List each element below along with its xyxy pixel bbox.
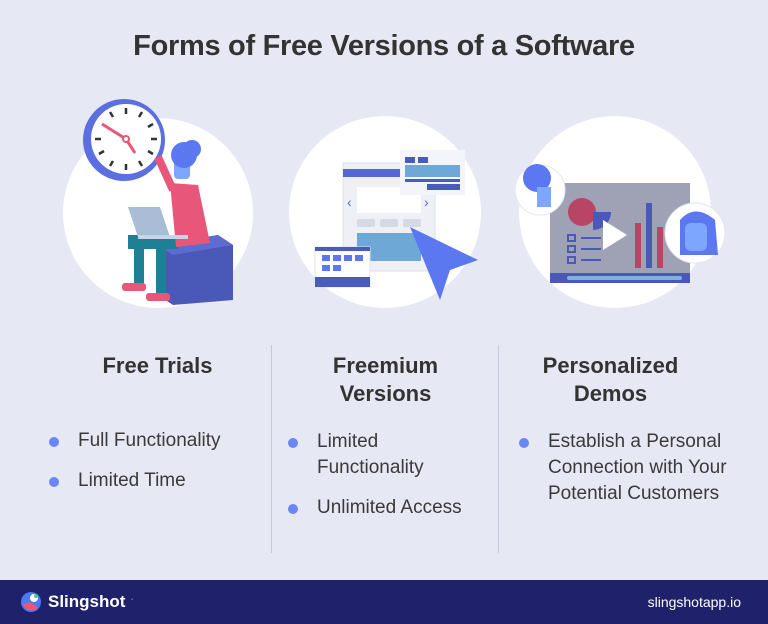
bullet-text: Full Functionality [78, 430, 221, 451]
bullet-text: Unlimited Access [317, 497, 462, 518]
bullet-text: Limited Functionality [317, 431, 424, 478]
freemium-bullets: Limited Functionality Unlimited Access [288, 429, 462, 535]
footer-bar: Slingshot ' slingshotapp.io [0, 580, 768, 624]
title-line: Versions [339, 381, 432, 406]
free-trials-illustration [58, 95, 258, 310]
title-line: Demos [573, 381, 648, 406]
title-line: Freemium [332, 353, 439, 378]
page-title: Forms of Free Versions of a Software [133, 30, 635, 62]
list-item: Establish a Personal Connection with You… [519, 429, 749, 507]
demos-illustration [515, 115, 735, 310]
freemium-illustration: ‹ › [285, 115, 485, 310]
list-item: Limited Time [49, 468, 259, 494]
bullet-dot-icon [49, 437, 59, 447]
list-item: Full Functionality [49, 428, 259, 454]
list-item: Unlimited Access [288, 495, 462, 521]
trademark-mark: ' [131, 599, 133, 605]
svg-text:‹: ‹ [347, 194, 352, 210]
demos-title: Personalized Demos [513, 352, 708, 408]
bullet-dot-icon [288, 504, 298, 514]
bullet-text: Establish a Personal Connection with You… [548, 431, 727, 504]
brand-logo[interactable]: Slingshot ' [20, 591, 133, 613]
bullet-dot-icon [288, 438, 298, 448]
freemium-title: Freemium Versions [288, 352, 483, 408]
slingshot-logo-icon [21, 592, 41, 612]
column-divider [498, 345, 499, 553]
site-url-link[interactable]: slingshotapp.io [647, 594, 741, 610]
title-line: Free Trials [102, 353, 213, 378]
demos-bullets: Establish a Personal Connection with You… [519, 429, 749, 521]
list-item: Limited Functionality [288, 429, 448, 481]
brand-name: Slingshot [48, 592, 126, 611]
bullet-text: Limited Time [78, 470, 186, 491]
title-line: Personalized [542, 353, 679, 378]
free-trials-bullets: Full Functionality Limited Time [49, 428, 259, 508]
clock-icon [83, 99, 165, 181]
svg-text:›: › [424, 194, 429, 210]
bullet-dot-icon [519, 438, 529, 448]
column-divider [271, 345, 272, 553]
free-trials-title: Free Trials [60, 352, 255, 380]
bullet-dot-icon [49, 477, 59, 487]
cursor-icon [410, 227, 478, 300]
